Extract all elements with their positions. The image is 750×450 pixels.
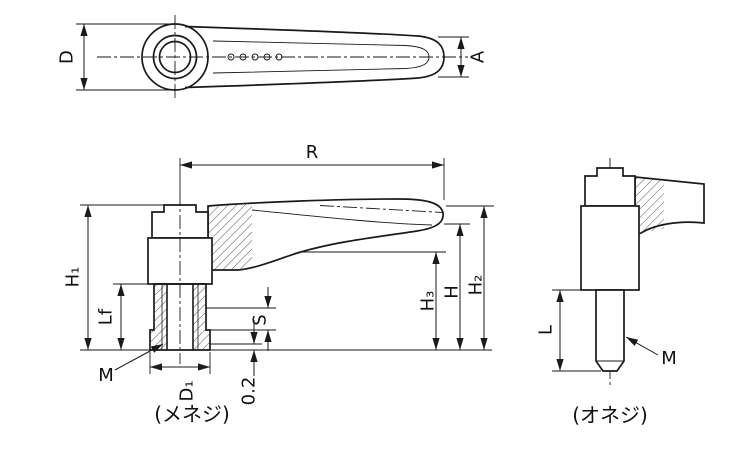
lever-inner-curve	[251, 209, 433, 226]
dim-label-r: R	[306, 142, 319, 163]
boss-bore-circle	[158, 40, 192, 74]
dim-label-s: S	[249, 314, 270, 325]
lever-inner-contour-top	[212, 40, 430, 74]
dim-label-d: D	[56, 50, 77, 64]
front-view-female-thread: R H₁ Lf M D₁ 0.2 S H₃	[62, 142, 494, 426]
dim-label-m-male: M	[661, 348, 677, 369]
caption-male-thread: (オネジ)	[572, 403, 648, 427]
bushing-wall-hatch-left	[150, 284, 167, 350]
lever-arm-section	[207, 198, 444, 271]
side-lever-hub-hatch	[635, 177, 664, 235]
side-view-male-thread: L M (オネジ)	[535, 158, 705, 427]
lever-outline-top	[184, 25, 445, 89]
bushing-wall-hatch-right	[193, 284, 210, 350]
leader-line-m	[114, 343, 164, 371]
lever-tip-centerline	[319, 205, 444, 213]
dim-label-h1: H₁	[62, 267, 83, 288]
boss-mid-circle	[152, 34, 198, 80]
lever-hub-hatch	[208, 203, 252, 270]
stud-underlay	[596, 290, 624, 371]
dim-label-h: H	[441, 285, 462, 299]
dim-label-lf: Lf	[95, 308, 116, 325]
dim-label-m-female: M	[98, 365, 114, 386]
dim-label-a: A	[467, 50, 488, 63]
index-holes	[227, 53, 283, 61]
dim-label-02: 0.2	[238, 377, 259, 406]
dim-label-d1: D₁	[176, 380, 197, 401]
boss-outer-circle	[141, 23, 209, 91]
caption-female-thread: (メネジ)	[154, 402, 230, 426]
dim-label-l: L	[535, 325, 556, 335]
top-view: D A	[56, 15, 488, 100]
side-knurl-underlay	[581, 206, 639, 290]
dim-label-h2: H₂	[465, 275, 486, 296]
dim-label-h3: H₃	[417, 291, 438, 312]
leader-line-m-male	[625, 336, 659, 356]
side-cap-underlay	[585, 168, 635, 206]
